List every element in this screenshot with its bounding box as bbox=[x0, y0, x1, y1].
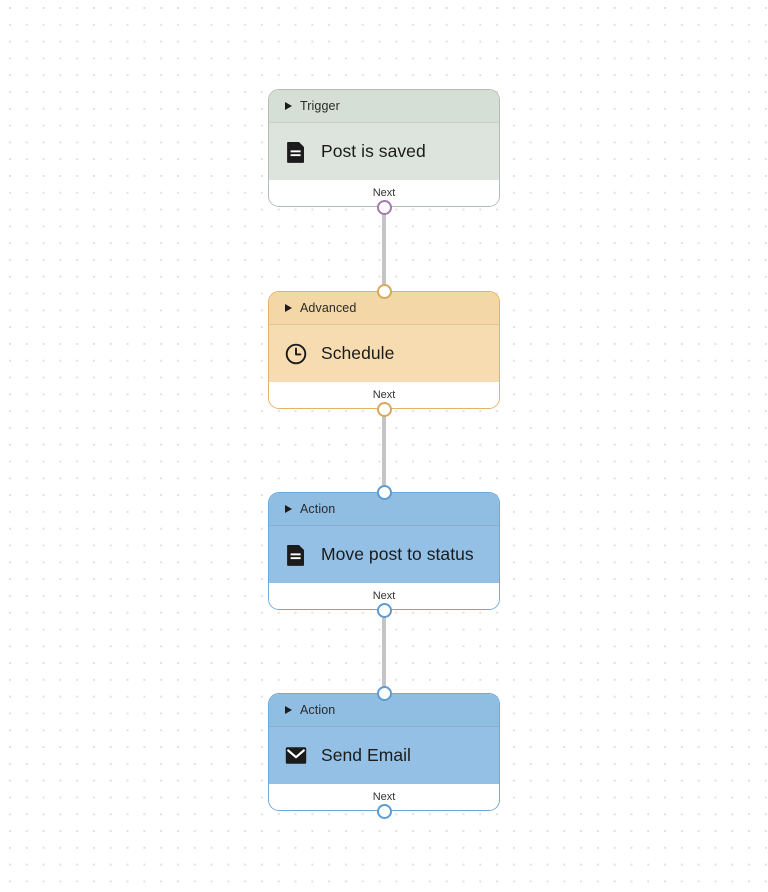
clock-icon bbox=[285, 343, 307, 365]
output-port-next[interactable] bbox=[376, 803, 392, 819]
collapse-caret-icon[interactable] bbox=[285, 505, 292, 513]
node-shell: Advanced Schedule Next bbox=[268, 291, 500, 409]
node-footer-label: Next bbox=[372, 389, 396, 401]
workflow-node-advanced-schedule[interactable]: Advanced Schedule Next bbox=[268, 283, 500, 417]
node-footer-label: Next bbox=[372, 590, 396, 602]
node-body[interactable]: Send Email bbox=[269, 726, 499, 784]
input-port[interactable] bbox=[376, 283, 392, 299]
node-category-label: Trigger bbox=[300, 99, 340, 113]
node-body[interactable]: Move post to status bbox=[269, 525, 499, 583]
node-body[interactable]: Schedule bbox=[269, 324, 499, 382]
node-category-label: Action bbox=[300, 703, 336, 717]
node-category-label: Advanced bbox=[300, 301, 357, 315]
node-header-action[interactable]: Action bbox=[269, 493, 499, 525]
node-title: Move post to status bbox=[321, 544, 474, 564]
input-port[interactable] bbox=[376, 484, 392, 500]
node-header-trigger[interactable]: Trigger bbox=[269, 90, 499, 122]
workflow-node-action-send-email[interactable]: Action Send Email Next bbox=[268, 685, 500, 819]
workflow-node-action-move-post-to-status[interactable]: Action Move post to status Next bbox=[268, 484, 500, 618]
node-shell: Trigger Post is saved Next bbox=[268, 89, 500, 207]
collapse-caret-icon[interactable] bbox=[285, 102, 292, 110]
node-category-label: Action bbox=[300, 502, 336, 516]
output-port-next[interactable] bbox=[376, 199, 392, 215]
document-icon bbox=[285, 141, 307, 163]
input-port[interactable] bbox=[376, 685, 392, 701]
node-shell: Action Send Email Next bbox=[268, 693, 500, 811]
collapse-caret-icon[interactable] bbox=[285, 304, 292, 312]
node-title: Send Email bbox=[321, 745, 411, 765]
collapse-caret-icon[interactable] bbox=[285, 706, 292, 714]
node-footer-label: Next bbox=[372, 187, 396, 199]
workflow-node-trigger-post-is-saved[interactable]: Trigger Post is saved Next bbox=[268, 89, 500, 215]
node-title: Schedule bbox=[321, 343, 395, 363]
node-footer-label: Next bbox=[372, 791, 396, 803]
envelope-icon bbox=[285, 745, 307, 767]
output-port-next[interactable] bbox=[376, 401, 392, 417]
node-title: Post is saved bbox=[321, 141, 426, 161]
node-body[interactable]: Post is saved bbox=[269, 122, 499, 180]
output-port-next[interactable] bbox=[376, 602, 392, 618]
node-shell: Action Move post to status Next bbox=[268, 492, 500, 610]
document-icon bbox=[285, 544, 307, 566]
